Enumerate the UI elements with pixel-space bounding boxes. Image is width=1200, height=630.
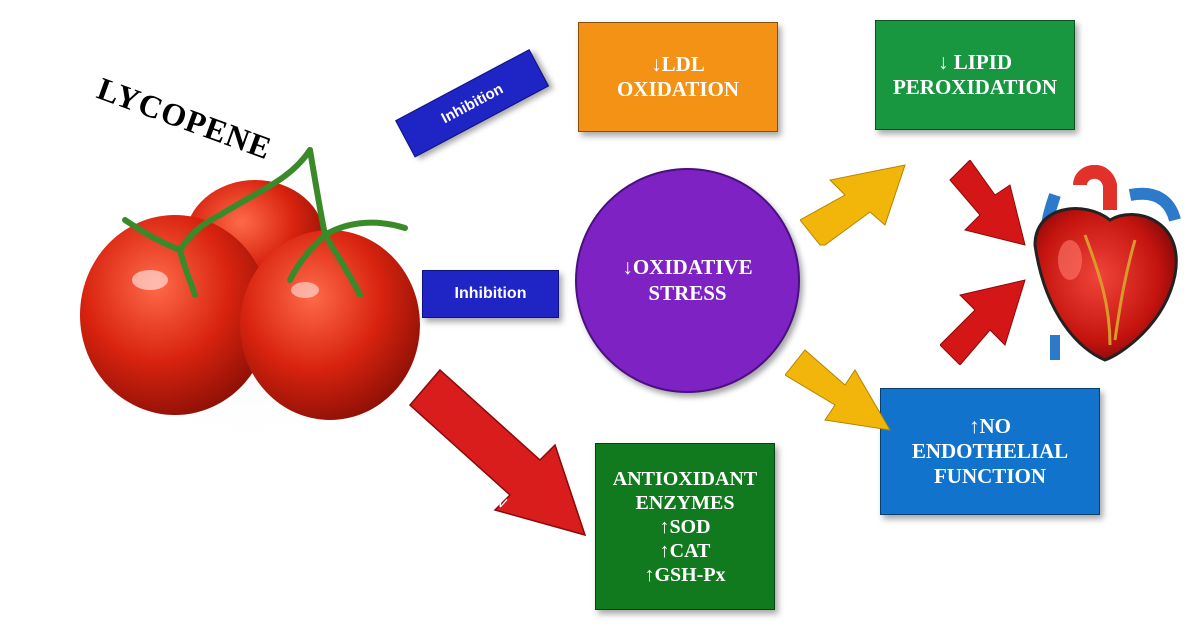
ldl-oxidation-box: ↓LDL OXIDATION	[578, 22, 778, 132]
yellow-arrow-lower	[785, 349, 891, 431]
activation-arrow	[408, 368, 587, 537]
ldl-line1: ↓LDL	[651, 51, 705, 76]
antioxidant-enzymes-box: ANTIOXIDANT ENZYMES ↑SOD ↑CAT ↑GSH-Px	[595, 443, 775, 610]
no-line1: ↑NO	[969, 413, 1011, 438]
antioxidant-line2: ENZYMES	[635, 491, 735, 514]
ldl-line2: OXIDATION	[616, 77, 740, 101]
tomato-illustration	[60, 147, 440, 440]
inhibition-arrow-middle: Inhibition	[422, 270, 559, 318]
antioxidant-line3: ↑SOD	[659, 515, 711, 538]
oxidative-line1: ↓OXIDATIVE	[622, 255, 753, 280]
lipid-line1: ↓ LIPID	[937, 49, 1013, 74]
no-line2: ENDOTHELIAL	[911, 438, 1069, 463]
heart-illustration	[1033, 165, 1181, 362]
yellow-arrow-upper	[800, 164, 906, 246]
inhibition-label-top: Inhibition	[438, 79, 506, 127]
no-line3: FUNCTION	[933, 464, 1046, 489]
red-arrow-upper	[949, 160, 1026, 246]
oxidative-line2: STRESS	[648, 280, 727, 305]
inhibition-label-middle: Inhibition	[454, 285, 527, 302]
antioxidant-line1: ANTIOXIDANT	[612, 467, 758, 490]
antioxidant-line4: ↑CAT	[659, 539, 711, 562]
lipid-line2: PEROXIDATION	[892, 75, 1058, 99]
inhibition-arrow-top: Inhibition	[395, 49, 550, 158]
no-endothelial-box: ↑NO ENDOTHELIAL FUNCTION	[880, 388, 1100, 515]
red-arrow-lower	[940, 279, 1026, 365]
oxidative-stress-circle: ↓OXIDATIVE STRESS	[575, 168, 800, 393]
antioxidant-line5: ↑GSH-Px	[644, 563, 726, 586]
lipid-peroxidation-box: ↓ LIPID PEROXIDATION	[875, 20, 1075, 130]
